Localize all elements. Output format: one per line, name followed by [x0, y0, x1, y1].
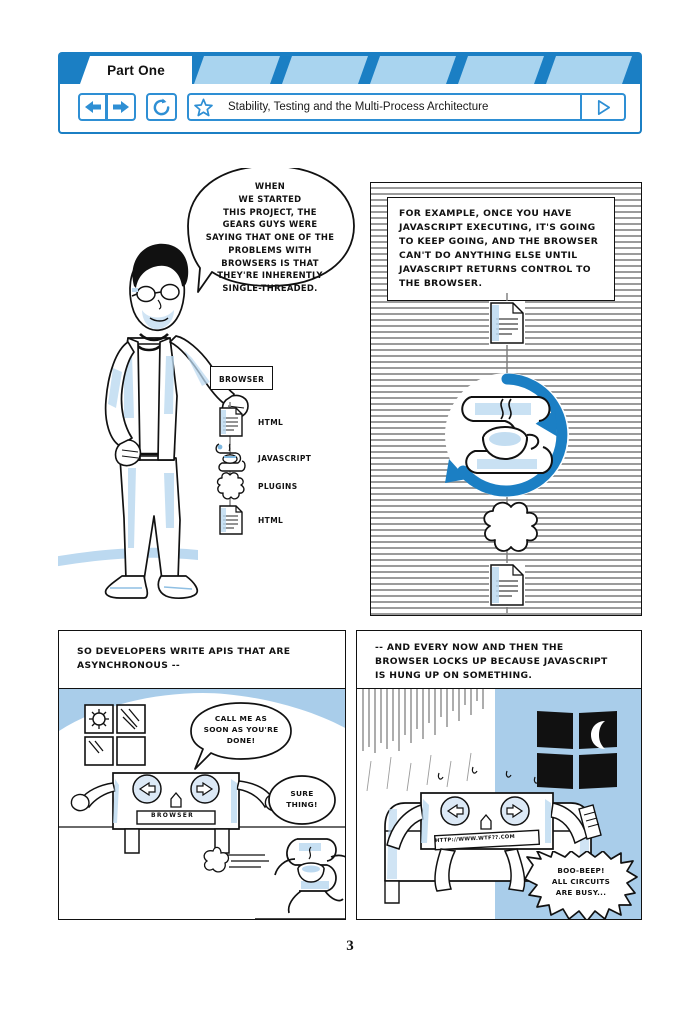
- arrow-right-icon: [113, 101, 129, 113]
- panel1-art: [58, 243, 249, 600]
- remote-control: [578, 804, 602, 840]
- go-button[interactable]: [582, 93, 626, 121]
- panel-2-caption: FOR EXAMPLE, ONCE YOU HAVE JAVASCRIPT EX…: [387, 197, 615, 301]
- window-sun-icon: [84, 704, 146, 766]
- tab-strip: Part One: [58, 52, 642, 84]
- browser-chrome: Part One: [58, 52, 642, 134]
- tab-5[interactable]: [458, 56, 544, 84]
- browser-toolbar: Stability, Testing and the Multi-Process…: [58, 84, 642, 134]
- window-moon-icon: [533, 707, 621, 789]
- star-icon: [194, 98, 213, 116]
- panel-4: -- AND EVERY NOW AND THEN THE BROWSER LO…: [356, 630, 642, 920]
- url-text: Stability, Testing and the Multi-Process…: [228, 101, 489, 113]
- panel-2: FOR EXAMPLE, ONCE YOU HAVE JAVASCRIPT EX…: [370, 182, 642, 616]
- back-button[interactable]: [78, 93, 107, 121]
- reload-icon: [153, 98, 170, 115]
- speech-bubble-sure-thing-text: SURE THING!: [286, 789, 318, 810]
- speech-bubble-sure-thing: SURE THING!: [267, 773, 337, 825]
- arrow-left-icon: [84, 101, 101, 113]
- panel4-art: [357, 689, 641, 919]
- speech-bubble-boo-beep-text: BOO-BEEP! ALL CIRCUITS ARE BUSY...: [551, 866, 611, 898]
- tab-6[interactable]: [546, 56, 632, 84]
- puzzle-piece-icon: [483, 501, 538, 552]
- tab-part-one[interactable]: Part One: [80, 56, 192, 84]
- document-icon: [489, 301, 525, 345]
- panel-4-caption: -- AND EVERY NOW AND THEN THE BROWSER LO…: [357, 631, 641, 689]
- speed-puff: [203, 846, 269, 873]
- tab-part-one-label: Part One: [107, 62, 165, 78]
- page-number: 3: [346, 938, 354, 954]
- speech-bubble-call-me-text: CALL ME AS SOON AS YOU'RE DONE!: [203, 714, 279, 746]
- document-icon: [489, 563, 525, 607]
- document-icon: [219, 407, 243, 437]
- diagram-root-label: BROWSER: [219, 375, 265, 384]
- bookmark-button[interactable]: [187, 93, 218, 121]
- browser-robot-sprawled: [386, 766, 602, 892]
- tab-4[interactable]: [370, 56, 456, 84]
- play-triangle-icon: [597, 99, 610, 115]
- tab-3[interactable]: [282, 56, 368, 84]
- panel-3: SO DEVELOPERS WRITE APIS THAT ARE ASYNCH…: [58, 630, 346, 920]
- speech-bubble-call-me: CALL ME AS SOON AS YOU'RE DONE!: [187, 701, 295, 770]
- speech-bubble-1-text: WHEN WE STARTED THIS PROJECT, THE GEARS …: [205, 181, 335, 294]
- javascript-loop-icon: [445, 373, 568, 497]
- panel-2-caption-text: FOR EXAMPLE, ONCE YOU HAVE JAVASCRIPT EX…: [399, 208, 599, 289]
- reload-button[interactable]: [146, 93, 177, 121]
- panel-3-caption: SO DEVELOPERS WRITE APIS THAT ARE ASYNCH…: [59, 631, 345, 689]
- panel-1: WHEN WE STARTED THIS PROJECT, THE GEARS …: [58, 168, 358, 616]
- browser-robot: [70, 772, 284, 854]
- diagram-label-javascript: JAVASCRIPT: [258, 454, 312, 463]
- puzzle-piece-icon: [216, 472, 245, 500]
- panel-4-caption-text: -- AND EVERY NOW AND THEN THE BROWSER LO…: [375, 642, 608, 681]
- url-input[interactable]: Stability, Testing and the Multi-Process…: [218, 93, 582, 121]
- diagram-label-html-2: HTML: [258, 516, 284, 525]
- browser-diagram: BROWSER HTML JAVASCRIPT PLUGINS HTML: [202, 366, 358, 536]
- tab-2[interactable]: [194, 56, 280, 84]
- man-figure: [104, 243, 249, 600]
- robot-chest-label: BROWSER: [151, 812, 195, 819]
- diagram-root: BROWSER: [210, 366, 274, 390]
- speech-bubble-boo-beep: BOO-BEEP! ALL CIRCUITS ARE BUSY...: [523, 851, 639, 919]
- document-icon: [219, 505, 243, 535]
- javascript-character-running: [274, 838, 345, 914]
- speech-bubble-1: WHEN WE STARTED THIS PROJECT, THE GEARS …: [182, 168, 358, 309]
- panel2-art: [445, 293, 569, 613]
- diagram-label-html-1: HTML: [258, 418, 284, 427]
- panel3-art: [59, 689, 345, 919]
- javascript-scroll-icon: [215, 443, 246, 472]
- forward-button[interactable]: [107, 93, 136, 121]
- panel-3-caption-text: SO DEVELOPERS WRITE APIS THAT ARE ASYNCH…: [77, 646, 291, 671]
- diagram-label-plugins: PLUGINS: [258, 482, 298, 491]
